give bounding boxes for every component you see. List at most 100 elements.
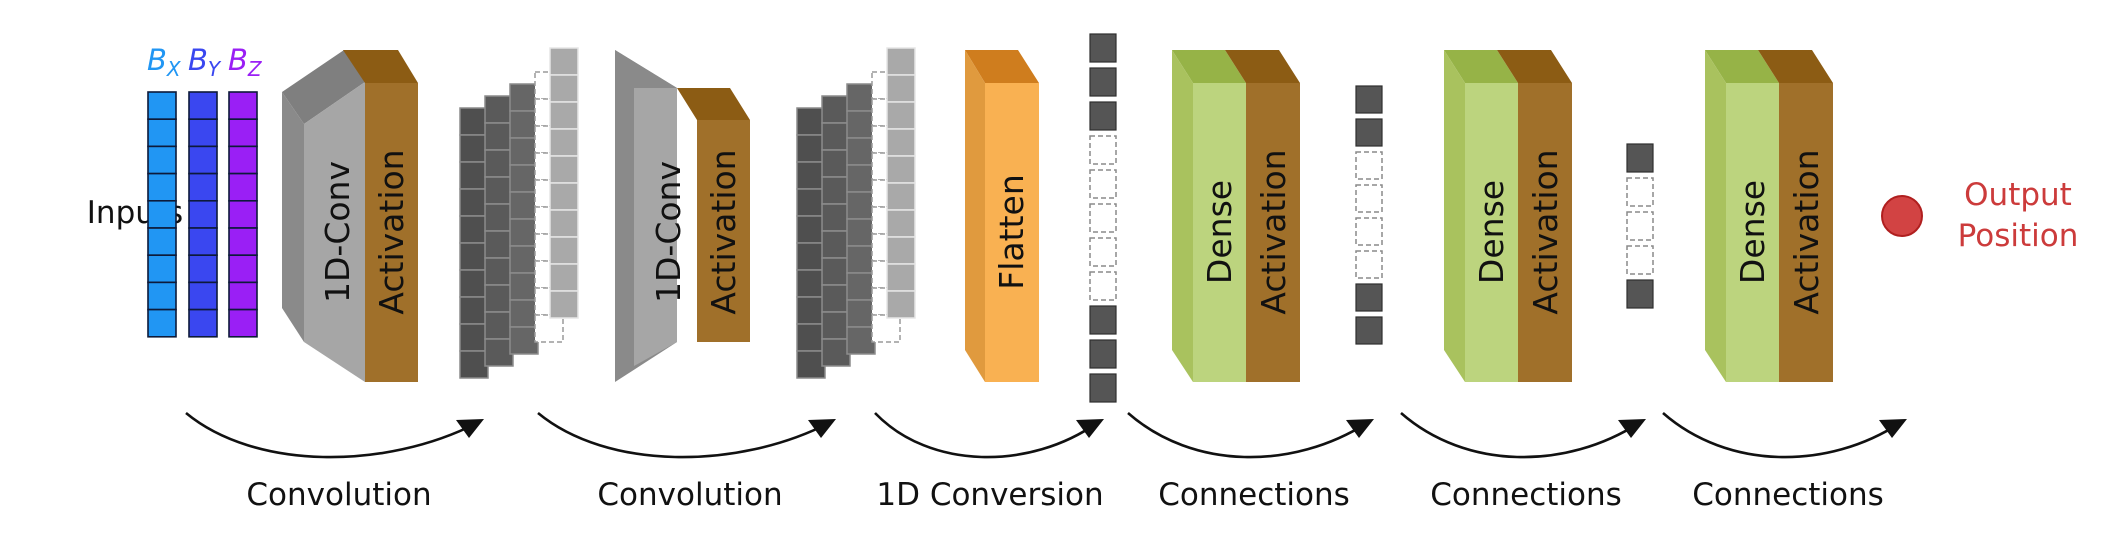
vector-cell: [1626, 143, 1654, 173]
step-arrow-4: [1127, 412, 1368, 459]
input-cell: [147, 172, 177, 202]
input-cell: [188, 227, 218, 257]
vector-cell: [1626, 211, 1654, 241]
feature-map-cell: [846, 83, 876, 112]
activation1-top: [343, 50, 418, 83]
input-cell: [228, 200, 258, 229]
feature-map-cell: [886, 101, 916, 130]
dense3-activation-top: [1758, 50, 1833, 83]
step-arrows: [185, 411, 1901, 459]
vector-cell: [1355, 217, 1383, 246]
feature-map-cell: [821, 257, 851, 286]
step-arrow-2: [537, 411, 830, 459]
dense1-top: [1172, 50, 1246, 83]
activation1-label: Activation: [372, 149, 411, 314]
conv1-front-face: [304, 82, 365, 382]
input-cell: [228, 227, 258, 257]
input-cell: [147, 200, 177, 229]
feature-map-cell: [459, 323, 489, 352]
step-arrow-1: [185, 411, 478, 459]
feature-map-stack-2: [796, 47, 916, 379]
step-label-6: Connections: [1692, 477, 1884, 513]
step-label-2: Convolution: [597, 477, 782, 513]
input-cell: [228, 118, 258, 148]
input-cell: [147, 281, 177, 311]
output-label-line2: Position: [1958, 218, 2079, 254]
input-cell: [188, 200, 218, 229]
feature-map-cell: [509, 83, 539, 112]
feature-map-cell: [886, 236, 916, 265]
step-arrow-5: [1400, 412, 1640, 459]
arrowhead-6: [1879, 419, 1907, 438]
feature-map-cell: [886, 290, 916, 319]
feature-map-cell: [549, 209, 579, 238]
feature-map-cell: [796, 161, 826, 190]
input-cell: [228, 145, 258, 175]
feature-map-cell: [846, 137, 876, 166]
vector-cell: [1089, 67, 1117, 97]
dense2-activation-top: [1497, 50, 1572, 83]
vector-cell: [1355, 250, 1383, 279]
dense1-activation-front: [1246, 83, 1300, 382]
vector-cell: [1089, 339, 1117, 369]
dense3-activation-front: [1779, 83, 1833, 382]
arrowhead-5: [1618, 419, 1646, 438]
flatten-front: [985, 83, 1039, 382]
feature-map-cell: [846, 191, 876, 220]
step-arrowheads: [456, 419, 1907, 438]
feature-map-cell: [886, 47, 916, 76]
output-node: [1881, 195, 1923, 237]
input-cell: [147, 308, 177, 338]
feature-map-cell: [459, 215, 489, 244]
vector-cell: [1626, 177, 1654, 207]
vector-cell: [1626, 279, 1654, 309]
feature-map-cell: [821, 230, 851, 259]
feature-map-cell: [796, 188, 826, 217]
input-column-bx: [147, 91, 177, 338]
step-arrow-3: [874, 412, 1098, 459]
input-cell: [228, 281, 258, 311]
vector-cell: [1089, 271, 1117, 301]
feature-map-cell: [821, 284, 851, 313]
feature-map-cell: [484, 122, 514, 151]
dense3-activation-label: Activation: [1787, 149, 1826, 314]
input-cell: [188, 145, 218, 175]
feature-map-cell: [459, 161, 489, 190]
dense3-top: [1705, 50, 1779, 83]
input-cell: [188, 118, 218, 148]
feature-map-stack-1: [459, 47, 579, 379]
feature-map-cell: [509, 191, 539, 220]
feature-map-cell: [886, 182, 916, 211]
feature-map-cell: [796, 350, 826, 379]
vector-cell: [1355, 151, 1383, 180]
conv-block-2: 1D-Conv Activation: [615, 50, 750, 382]
input-cell: [147, 145, 177, 175]
vector-cell: [1355, 184, 1383, 213]
feature-map-cell: [821, 203, 851, 232]
feature-map-cell: [509, 110, 539, 139]
feature-map-cell: [886, 74, 916, 103]
activation1-front: [365, 83, 418, 382]
input-cell: [147, 254, 177, 284]
input-cell: [188, 281, 218, 311]
vector-cell: [1089, 373, 1117, 403]
dense1-activation-label: Activation: [1254, 149, 1293, 314]
feature-map-cell: [484, 203, 514, 232]
feature-map-cell: [484, 284, 514, 313]
feature-map-cell: [796, 134, 826, 163]
conv1-top-face: [282, 50, 365, 124]
feature-map-cell: [796, 269, 826, 298]
input-channel-x-label: BX: [147, 43, 182, 81]
vector-cell: [1089, 101, 1117, 131]
feature-map-cell: [821, 122, 851, 151]
vector-cell: [1089, 169, 1117, 199]
feature-map-cell: [846, 272, 876, 301]
vector-cell: [1355, 283, 1383, 312]
flattened-vector: [1089, 33, 1117, 403]
feature-map-cell: [871, 314, 901, 343]
feature-map-cell: [796, 323, 826, 352]
feature-map-cell: [459, 296, 489, 325]
feature-map-cell: [549, 74, 579, 103]
activation2-top: [677, 88, 750, 120]
feature-map-cell: [846, 110, 876, 139]
